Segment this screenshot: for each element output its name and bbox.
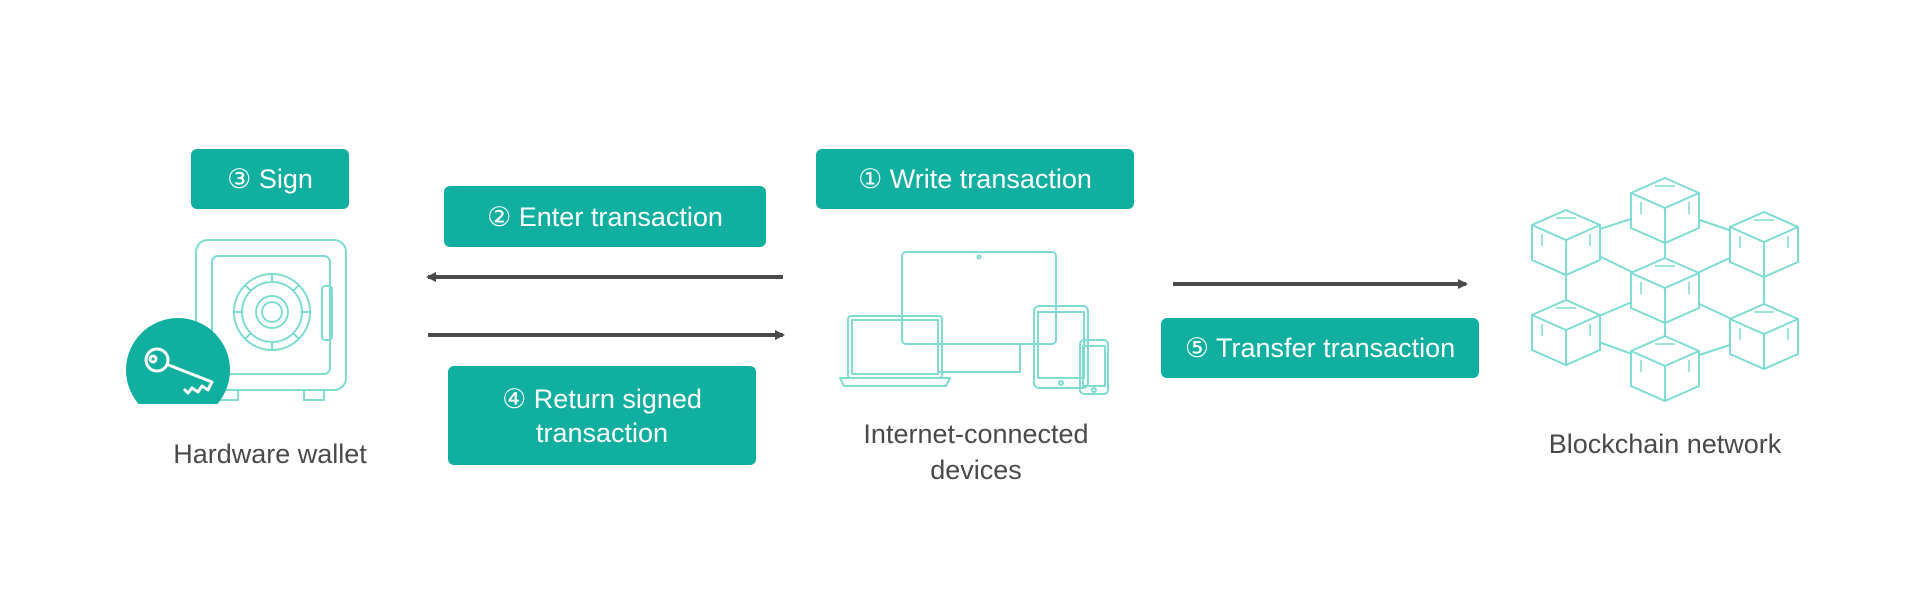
step-sign-label: ③ Sign: [227, 164, 313, 194]
safe-with-key-icon: [126, 239, 347, 404]
devices-label: Internet-connected devices: [800, 416, 1152, 488]
step-sign-badge: ③ Sign: [191, 149, 349, 209]
step-enter-label: ② Enter transaction: [487, 201, 723, 232]
devices-icon: [839, 251, 1109, 395]
devices-label-line2: devices: [930, 455, 1022, 485]
blockchain-label: Blockchain network: [1548, 429, 1782, 459]
blockchain-cubes-icon: [1531, 177, 1799, 402]
hardware-wallet-label: Hardware wallet: [173, 439, 367, 469]
step-return-label-line1: ④ Return signed: [502, 383, 702, 414]
step-return-badge: ④ Return signed transaction: [448, 366, 756, 465]
step-transfer-badge: ⑤ Transfer transaction: [1161, 318, 1479, 378]
step-write-label: ① Write transaction: [858, 164, 1092, 194]
step-write-badge: ① Write transaction: [816, 149, 1134, 209]
step-transfer-label: ⑤ Transfer transaction: [1184, 333, 1456, 363]
step-enter-badge: ② Enter transaction: [444, 186, 766, 247]
devices-label-line1: Internet-connected: [863, 419, 1089, 449]
step-return-label-line2: transaction: [535, 417, 669, 448]
